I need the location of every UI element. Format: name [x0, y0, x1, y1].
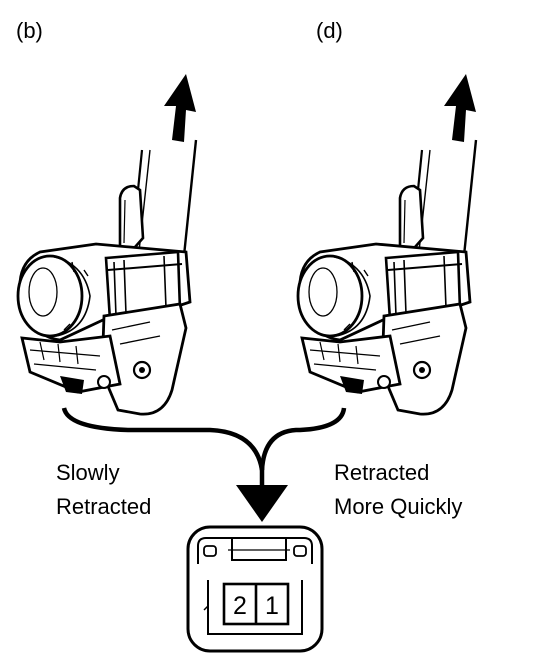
- down-arrow-icon: [236, 485, 288, 522]
- up-arrow-icon: [164, 74, 196, 142]
- up-arrow-icon: [444, 74, 476, 142]
- caption-line: Slowly: [56, 460, 120, 485]
- connector-curve-right: [259, 407, 347, 471]
- caption-line: Retracted: [334, 460, 430, 485]
- retractor-label-box: [186, 525, 324, 653]
- caption-line: Retracted: [56, 494, 152, 519]
- caption-retracted-more-quickly: Retracted More Quickly: [334, 456, 462, 524]
- seatbelt-retractor-left: [16, 138, 198, 416]
- caption-slowly-retracted: Slowly Retracted: [56, 456, 151, 524]
- connector-curve-left: [61, 407, 265, 471]
- panel-label-d: (d): [316, 18, 343, 43]
- label-cell-left: 2: [233, 592, 247, 620]
- caption-line: More Quickly: [334, 494, 463, 519]
- panel-label-b: (b): [16, 18, 43, 43]
- seatbelt-retractor-right: [296, 138, 478, 416]
- label-cell-right: 1: [265, 592, 279, 620]
